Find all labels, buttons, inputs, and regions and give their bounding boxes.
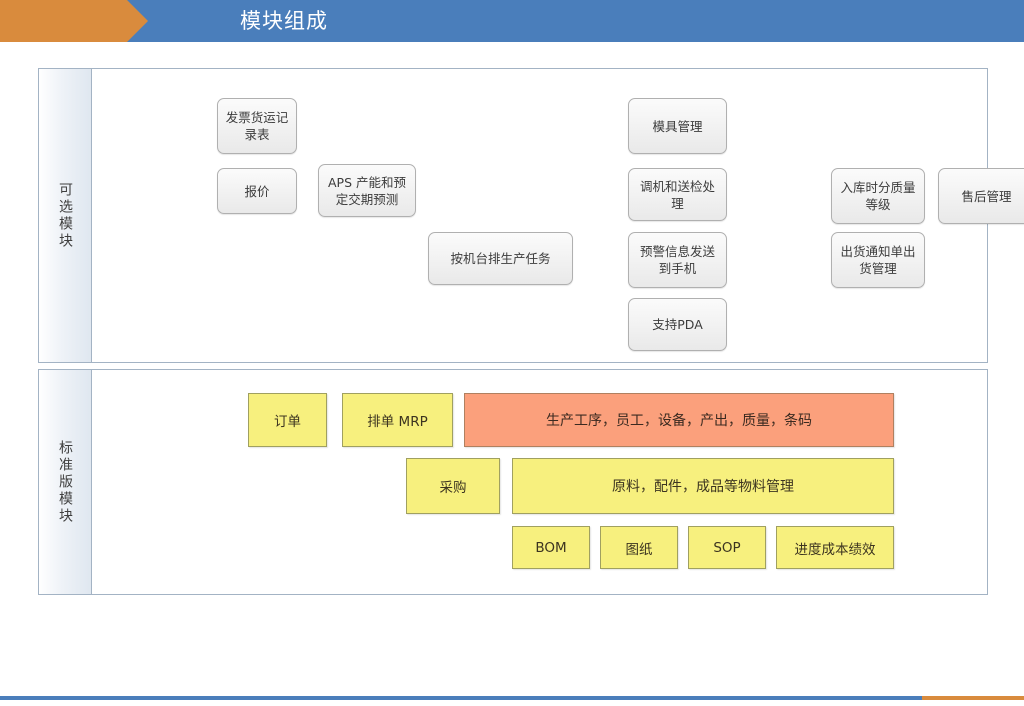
standard-module-box[interactable]: 订单 [248, 393, 327, 447]
section-label-optional: 可选模块 [39, 69, 92, 362]
section-label-standard-text: 标准版模块 [57, 439, 73, 525]
optional-module-box[interactable]: 出货通知单出货管理 [831, 232, 925, 288]
standard-module-box[interactable]: 图纸 [600, 526, 678, 569]
section-label-standard: 标准版模块 [39, 370, 92, 594]
header-band: 模块组成 [0, 0, 1024, 42]
standard-module-box[interactable]: 排单 MRP [342, 393, 453, 447]
optional-module-box[interactable]: APS 产能和预定交期预测 [318, 164, 416, 217]
section-optional-modules: 可选模块 发票货运记录表报价 APS 产能和预定交期预测按机台排生产任务 模具管理调… [38, 68, 1024, 363]
standard-module-box[interactable]: 生产工序，员工，设备，产出，质量，条码 [464, 393, 894, 447]
optional-module-box[interactable]: 按机台排生产任务 [428, 232, 573, 285]
optional-module-box[interactable]: 发票货运记录表 [217, 98, 297, 154]
optional-module-box[interactable]: 预警信息发送到手机 [628, 232, 727, 288]
standard-module-box[interactable]: SOP [688, 526, 766, 569]
standard-module-box[interactable]: 原料，配件，成品等物料管理 [512, 458, 894, 514]
optional-module-box[interactable]: 调机和送检处理 [628, 168, 727, 221]
standard-module-box[interactable]: 进度成本绩效 [776, 526, 894, 569]
optional-module-box[interactable]: 报价 [217, 168, 297, 214]
section-label-optional-text: 可选模块 [57, 181, 73, 250]
footer-bar-orange [922, 696, 1024, 700]
standard-module-box[interactable]: BOM [512, 526, 590, 569]
footer-bar-blue [0, 696, 922, 700]
optional-module-box[interactable]: 模具管理 [628, 98, 727, 154]
module-composition-diagram: 可选模块 发票货运记录表报价 APS 产能和预定交期预测按机台排生产任务 模具管理调… [38, 68, 1024, 595]
optional-module-box[interactable]: 支持PDA [628, 298, 727, 351]
section-optional-body: 发票货运记录表报价 APS 产能和预定交期预测按机台排生产任务 模具管理调机和送检处… [92, 69, 1024, 362]
optional-module-box[interactable]: 入库时分质量等级 [831, 168, 925, 224]
page-title: 模块组成 [240, 9, 328, 33]
optional-module-box[interactable]: 售后管理 [938, 168, 1024, 224]
arrow-right-banner-icon [0, 0, 148, 42]
standard-module-box[interactable]: 采购 [406, 458, 500, 514]
